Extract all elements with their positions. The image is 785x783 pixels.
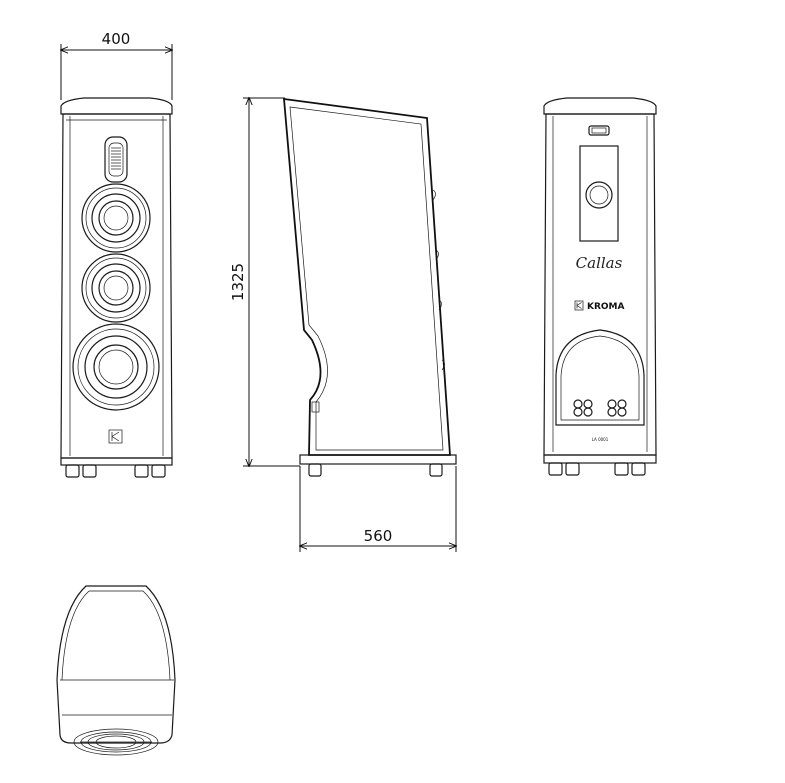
front-view: 400 xyxy=(61,30,172,478)
driver-middle xyxy=(81,253,151,323)
back-view: Callas KROMA LA 0001 xyxy=(543,97,657,476)
model-tag: LA 0001 xyxy=(592,437,609,442)
height-dimension: 1325 xyxy=(229,98,300,466)
depth-label: 560 xyxy=(364,527,393,545)
width-dimension: 400 xyxy=(61,30,172,100)
depth-dimension: 560 xyxy=(300,466,456,552)
side-view: 1325 560 xyxy=(229,98,456,552)
top-view xyxy=(56,585,176,756)
driver-woofer xyxy=(72,323,160,411)
brand-text: KROMA xyxy=(587,302,625,312)
height-label: 1325 xyxy=(229,263,247,301)
signature-text: Callas xyxy=(576,254,623,272)
width-label: 400 xyxy=(102,30,131,48)
binding-posts xyxy=(573,399,627,417)
front-logo xyxy=(108,429,123,444)
vent-grille xyxy=(73,728,159,756)
back-brand: KROMA xyxy=(574,300,625,312)
driver-upper xyxy=(81,183,151,253)
